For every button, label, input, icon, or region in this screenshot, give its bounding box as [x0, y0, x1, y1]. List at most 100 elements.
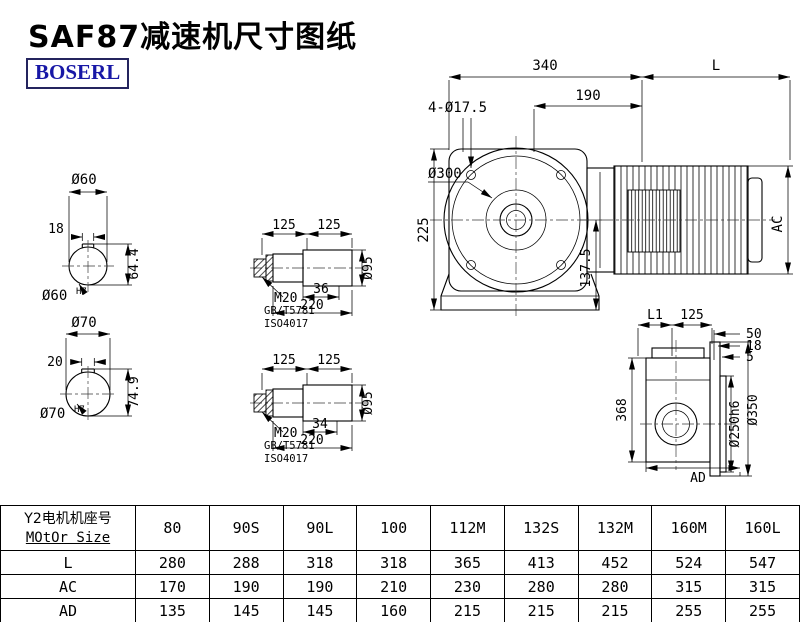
side-view: [640, 340, 736, 477]
holes-label: 4-Ø17.5: [428, 100, 487, 116]
fit-d70-label: Ø70: [40, 406, 65, 422]
dim-L-label: L: [712, 58, 720, 74]
bolt-hole: [466, 260, 476, 270]
table-cell: 190: [208, 574, 284, 599]
page-title: SAF87减速机尺寸图纸: [28, 20, 358, 55]
table-cell: 255: [651, 598, 727, 622]
shaft-large-section: [302, 384, 353, 422]
table-cell: 315: [651, 574, 727, 599]
table-cell: 190: [282, 574, 358, 599]
table-cell: 280: [135, 550, 210, 575]
side-view-dimensions: L1 125 50 18 5 368 Ø250h6 Ø350: [615, 308, 762, 486]
table-cell: 280: [503, 574, 579, 599]
side-top-cap: [651, 347, 705, 359]
shaft-large-section: [302, 249, 353, 287]
dimension-table: Y2电机机座号 MOtOr Size 80 90S 90L 100 112M 1…: [0, 505, 800, 622]
side-housing: [645, 357, 711, 463]
mounting-flange-plate: [709, 341, 721, 477]
dim-d300-label: Ø300: [428, 166, 462, 182]
dim-137-5-label: 137.5: [579, 248, 594, 287]
table-cell: 288: [208, 550, 284, 575]
db-m20-label: M20: [274, 426, 297, 441]
shaft-70-view: Ø70 20 74.9 Ø70 H7: [40, 315, 142, 422]
size-column-header: 160M: [651, 505, 727, 551]
dt-m20-label: M20: [274, 291, 297, 306]
size-column-header: 80: [135, 505, 210, 551]
db-34-label: 34: [312, 417, 328, 432]
table-cell: 215: [430, 598, 505, 622]
dt-125b-label: 125: [317, 218, 340, 233]
dim-190-label: 190: [575, 88, 600, 104]
table-cell: 230: [430, 574, 505, 599]
dim-340-label: 340: [532, 58, 557, 74]
dim-5-label: 5: [746, 350, 754, 365]
table-cell: 215: [577, 598, 653, 622]
end-washer: [265, 389, 274, 417]
dim-AC-label: AC: [770, 216, 786, 233]
dt-d95-label: Ø95: [361, 256, 376, 279]
size-column-header: 100: [356, 505, 432, 551]
dt-220-label: 220: [300, 298, 323, 313]
table-cell: 210: [356, 574, 432, 599]
front-view: [430, 136, 775, 316]
dim-50-label: 50: [746, 327, 762, 342]
brand-logo-text: BOSERL: [35, 60, 121, 84]
dim-key20-label: 20: [47, 355, 63, 370]
table-cell: 145: [282, 598, 358, 622]
db-125a-label: 125: [272, 353, 295, 368]
table-cell: 160: [356, 598, 432, 622]
table-cell: 365: [430, 550, 505, 575]
dim-225-label: 225: [416, 217, 432, 242]
fit-d60-label: Ø60: [42, 288, 67, 304]
dim-d350-label: Ø350: [746, 394, 761, 425]
size-column-header: 90S: [208, 505, 284, 551]
table-cell: 315: [725, 574, 800, 599]
table-cell: 215: [503, 598, 579, 622]
dt-std1-label: GB/T5781: [264, 305, 315, 317]
table-cell: 170: [135, 574, 210, 599]
bolt-hole: [466, 170, 476, 180]
table-header-cn: Y2电机机座号: [24, 511, 112, 527]
dim-d250-label: Ø250h6: [728, 401, 743, 448]
row-label-AC: AC: [0, 574, 136, 599]
table-header-motor-size: Y2电机机座号 MOtOr Size: [0, 505, 136, 551]
table-cell: 547: [725, 550, 800, 575]
size-column-header: 132M: [577, 505, 653, 551]
table-cell: 318: [356, 550, 432, 575]
dim-d60-label: Ø60: [71, 172, 96, 188]
shaft-detail-top: 125 125 36 220 Ø95 M20 GB/T5781 ISO4017: [250, 218, 376, 330]
table-cell: 452: [577, 550, 653, 575]
dt-125a-label: 125: [272, 218, 295, 233]
dim-368-label: 368: [615, 398, 630, 421]
bolt-head: [253, 258, 267, 278]
size-column-header: 112M: [430, 505, 505, 551]
shaft-60-view: Ø60 18 64.4 Ø60 H7: [42, 172, 142, 304]
dim-125-label: 125: [680, 308, 703, 323]
db-d95-label: Ø95: [361, 391, 376, 414]
bolt-hole: [556, 170, 566, 180]
dim-d70-label: Ø70: [71, 315, 96, 331]
dim-AD-label: AD: [690, 471, 706, 486]
table-header-en: MOtOr Size: [25, 530, 111, 546]
table-cell: 145: [208, 598, 284, 622]
table-cell: 255: [725, 598, 800, 622]
table-cell: 413: [503, 550, 579, 575]
row-label-AD: AD: [0, 598, 136, 622]
dt-36-label: 36: [313, 282, 329, 297]
dim-key18-label: 18: [48, 222, 64, 237]
bolt-hole: [556, 260, 566, 270]
dt-std2-label: ISO4017: [264, 318, 308, 330]
table-cell: 318: [282, 550, 358, 575]
table-cell: 524: [651, 550, 727, 575]
brand-logo: BOSERL: [26, 58, 130, 89]
flange-spigot: [719, 375, 727, 473]
db-220-label: 220: [300, 433, 323, 448]
front-view-dimensions: 340 L 190 4-Ø17.5 Ø300 225 137.5: [416, 58, 793, 311]
dim-74-9-label: 74.9: [127, 376, 142, 407]
db-125b-label: 125: [317, 353, 340, 368]
table-cell: 280: [577, 574, 653, 599]
shaft-detail-bottom: 125 125 34 220 Ø95 M20 GB/T5781 ISO4017: [250, 353, 376, 465]
dim-L1-label: L1: [647, 308, 663, 323]
dim-64-4-label: 64.4: [127, 248, 142, 279]
